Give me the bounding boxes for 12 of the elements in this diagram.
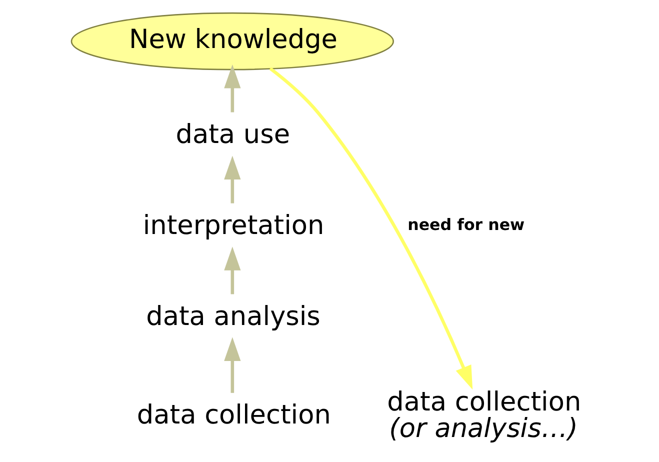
edge-label: need for new [407,215,524,234]
node-text: data collection [136,400,330,431]
node-text: data collection (or analysis…) [386,387,581,444]
arrow [224,337,240,393]
node-text: data analysis [146,302,320,332]
arrow [224,246,240,294]
arrow [224,64,240,112]
node-text: data use [175,120,290,150]
node-ellipse: New knowledge [70,12,394,70]
node-text: interpretation [142,210,324,241]
arrow [224,156,240,204]
arrow [268,67,472,390]
